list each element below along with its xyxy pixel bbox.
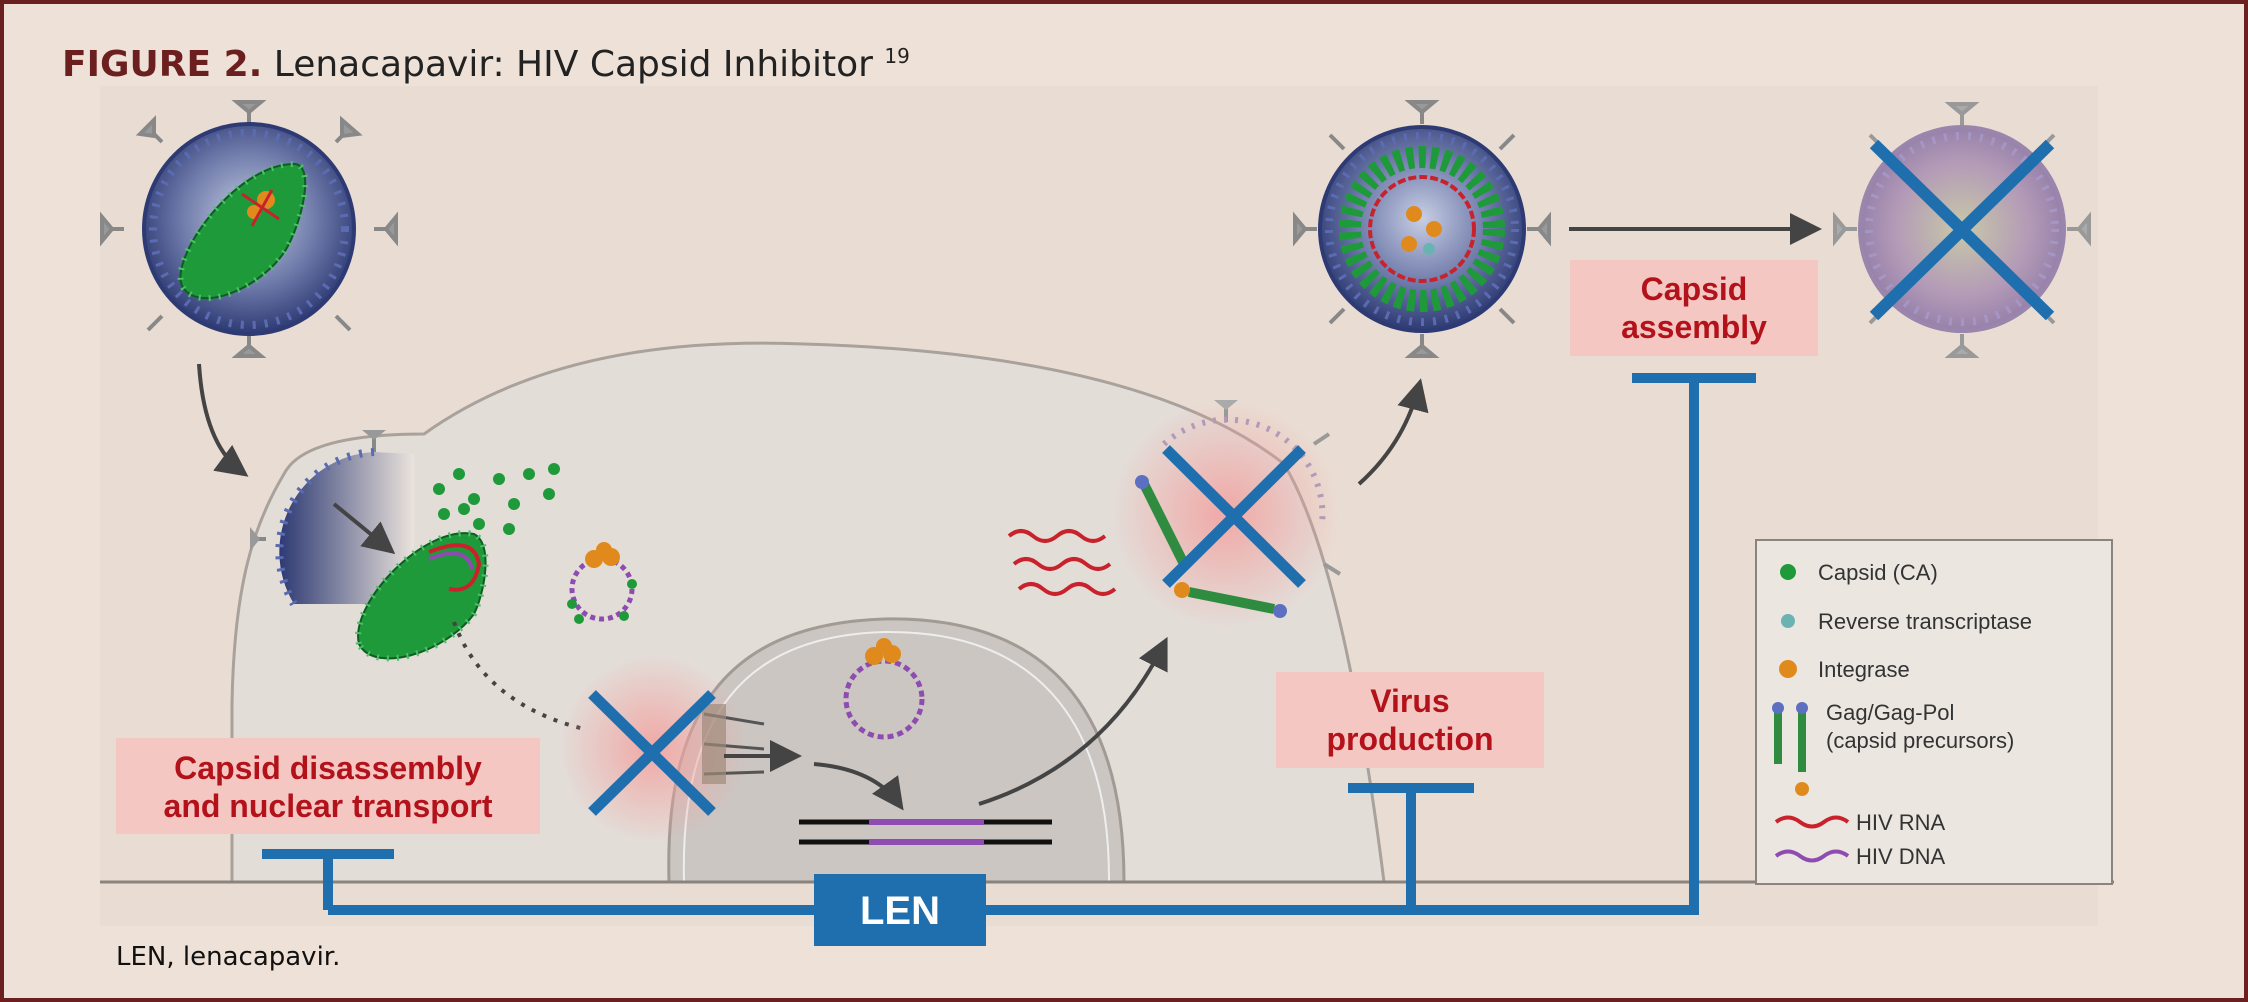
assembly-label-line2: assembly	[1621, 309, 1767, 345]
rna-legend-swatch	[1774, 815, 1850, 829]
release-arrow	[1357, 378, 1429, 486]
nuclear-viral-dna-icon	[843, 638, 925, 740]
legend-gag-line1: Gag/Gag-Pol	[1826, 700, 1954, 725]
len-inhibition-connectors	[262, 373, 1756, 915]
len-drug-box: LEN	[814, 874, 986, 946]
hiv-rna-molecules	[1007, 529, 1117, 596]
figure-caption: LEN, lenacapavir.	[116, 942, 341, 972]
host-chromosome-icon	[799, 819, 1052, 845]
assembly-label-line1: Capsid	[1641, 271, 1748, 307]
figure-label: FIGURE 2.	[62, 44, 263, 85]
capsid-assembly-label: Capsid assembly	[1570, 260, 1818, 356]
uncoating-capsid-icon	[332, 502, 489, 662]
gag-legend-swatch	[1772, 702, 1809, 796]
capsid-assembly-inhibition-x-icon	[1869, 139, 2055, 321]
figure-reference: 19	[884, 44, 910, 68]
incoming-virion-icon	[100, 100, 398, 358]
len-label: LEN	[860, 889, 940, 933]
mature-virion-icon	[1293, 100, 1551, 358]
fusing-virion-icon	[250, 430, 414, 607]
legend-reverse-transcriptase: Reverse transcriptase	[1818, 609, 2032, 634]
disassembly-label-line1: Capsid disassembly	[174, 750, 482, 786]
legend-gag-line2: (capsid precursors)	[1826, 728, 2014, 753]
virus-production-label: Virus production	[1276, 672, 1544, 768]
integrase-legend-swatch	[1779, 660, 1797, 678]
entry-arrow	[197, 363, 249, 477]
legend-integrase: Integrase	[1818, 657, 1910, 682]
legend-hiv-dna: HIV DNA	[1856, 844, 1946, 869]
preintegration-complex-icon	[567, 542, 637, 624]
figure-title: FIGURE 2. Lenacapavir: HIV Capsid Inhibi…	[62, 44, 910, 85]
rt-legend-swatch	[1781, 614, 1795, 628]
disassembly-label-line2: and nuclear transport	[164, 788, 493, 824]
integration-arrow	[813, 762, 904, 811]
legend-hiv-rna: HIV RNA	[1856, 810, 1946, 835]
production-label-line1: Virus	[1370, 683, 1449, 719]
virus-production-inhibition-x-icon	[1162, 445, 1306, 588]
lenacapavir-mechanism-diagram: Capsid disassembly and nuclear transport…	[100, 86, 2114, 946]
capsid-legend-swatch	[1780, 564, 1796, 580]
capsid-disassembly-label: Capsid disassembly and nuclear transport	[116, 738, 540, 834]
legend-capsid: Capsid (CA)	[1818, 560, 1938, 585]
capsid-monomers	[433, 463, 560, 535]
figure-title-text: Lenacapavir: HIV Capsid Inhibitor	[273, 44, 873, 85]
nuclear-transport-inhibition-x-icon	[588, 690, 716, 816]
export-arrow	[978, 636, 1168, 806]
production-label-line2: production	[1326, 721, 1493, 757]
dna-legend-swatch	[1774, 849, 1850, 863]
legend: Capsid (CA) Reverse transcriptase Integr…	[1755, 539, 2113, 885]
